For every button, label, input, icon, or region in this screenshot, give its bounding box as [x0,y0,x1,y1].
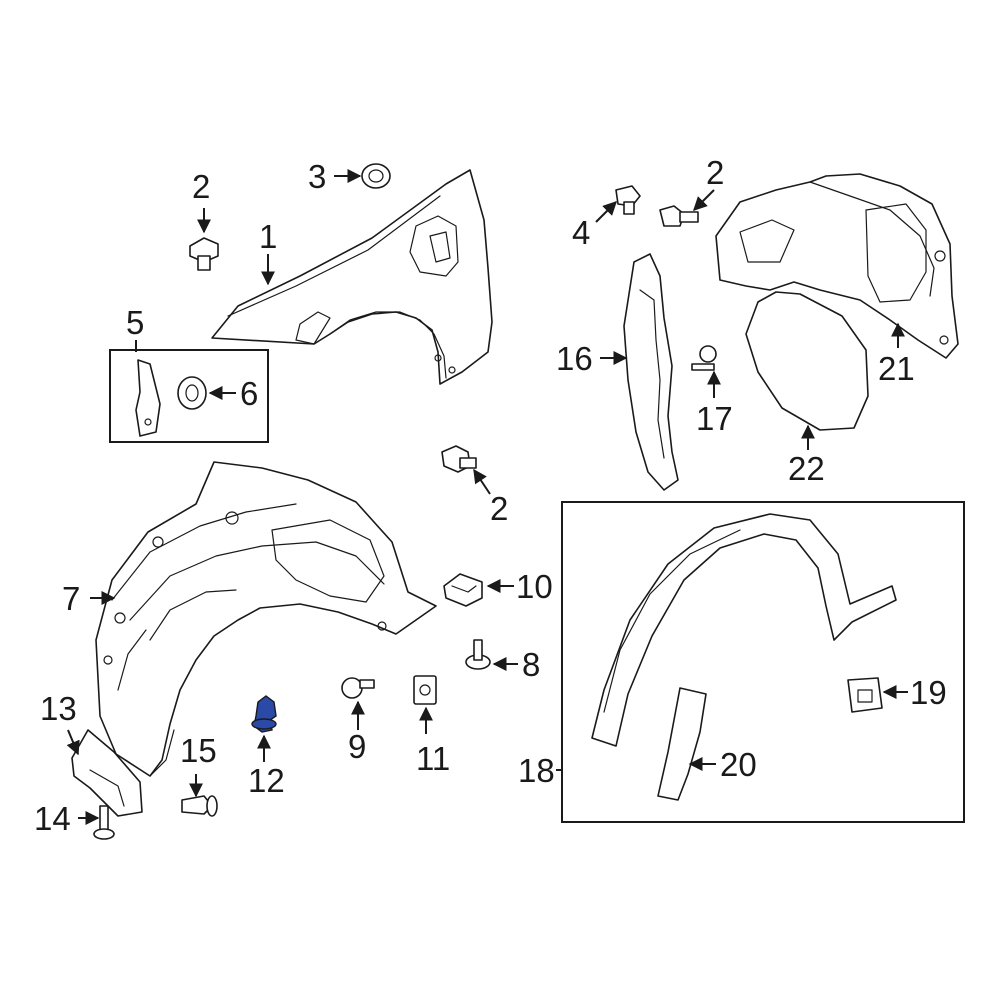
molding-piece-part[interactable] [657,687,707,801]
wheel-arch-molding-part[interactable] [591,513,897,747]
clip-part-19[interactable] [847,677,883,713]
splash-shield-part[interactable] [71,729,143,817]
nut-part-11[interactable] [413,675,437,705]
clip-part-10[interactable] [443,573,483,607]
wheel-liner-part[interactable] [95,461,437,777]
callout-15: 15 [180,732,217,769]
bolt-part-8[interactable] [465,639,491,670]
callout-4: 4 [572,214,590,251]
bolt-part-a[interactable] [189,237,219,271]
group-frame-5 [109,349,269,443]
callout-6: 6 [240,375,258,412]
callout-7: 7 [62,580,80,617]
callout-12: 12 [248,762,285,799]
callout-2-c: 2 [490,490,508,527]
callout-19: 19 [910,674,947,711]
reinforcement-part[interactable] [623,253,679,491]
callout-22: 22 [788,450,825,487]
group-frame-18 [561,501,965,823]
leader-lines [66,169,908,825]
callout-11: 11 [416,740,450,777]
screw-part-17[interactable] [691,345,717,371]
highlighted-clip-part[interactable] [251,695,277,733]
pin-part[interactable] [93,805,115,840]
callout-9: 9 [348,728,366,765]
callout-2-a: 2 [192,168,210,205]
callout-1: 1 [259,218,277,255]
push-clip-part[interactable] [181,795,218,817]
callout-16: 16 [556,340,593,377]
bracket-part[interactable] [135,359,161,437]
fuel-door-housing-part[interactable] [715,173,959,359]
callout-17: 17 [696,400,733,437]
callout-2-b: 2 [706,154,724,191]
bolt-part-b[interactable] [659,205,699,227]
callout-8: 8 [522,646,540,683]
bolt-part-c[interactable] [441,445,477,473]
fuel-door-part[interactable] [745,291,869,431]
callout-13: 13 [40,690,77,727]
screw-part-9[interactable] [341,677,375,699]
callout-labels: 1 2 2 2 3 4 5 6 7 8 9 10 11 12 13 14 15 … [34,154,947,837]
bushing-part[interactable] [177,376,207,410]
fender-part[interactable] [211,169,493,385]
callout-20: 20 [720,746,757,783]
callout-14: 14 [34,800,71,837]
callout-21: 21 [878,350,915,387]
callout-10: 10 [516,568,553,605]
bolt-part-4[interactable] [615,185,641,215]
callout-3: 3 [308,158,326,195]
callout-18: 18 [518,752,555,789]
callout-5: 5 [126,304,144,341]
grommet-part[interactable] [361,163,391,189]
